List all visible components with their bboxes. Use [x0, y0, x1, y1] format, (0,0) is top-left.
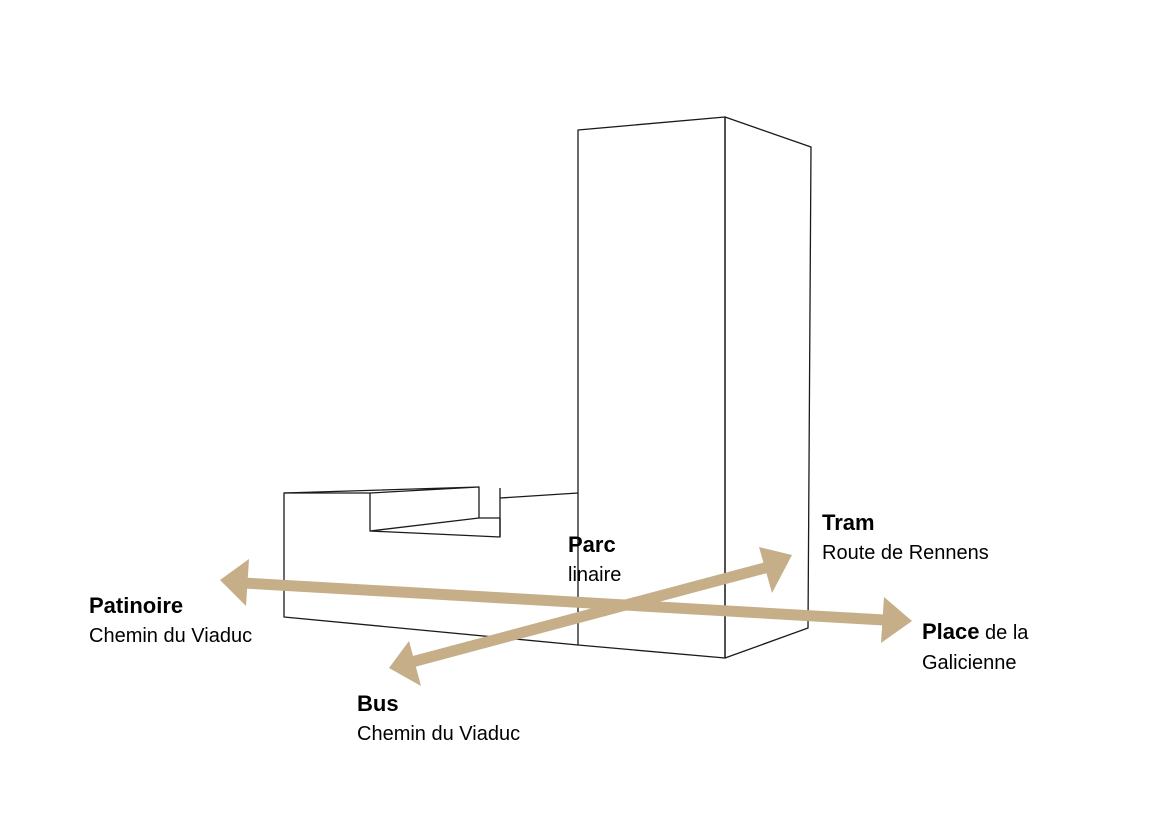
label-bus: Bus Chemin du Viaduc	[357, 689, 520, 749]
label-place-title: Place	[922, 619, 980, 644]
label-parc-title: Parc	[568, 532, 616, 557]
building-outline	[283, 116, 812, 659]
label-bus-title: Bus	[357, 691, 399, 716]
label-place: Place de la Galicienne	[922, 617, 1028, 678]
label-tram-subtitle: Route de Rennens	[822, 542, 989, 564]
label-tram: Tram Route de Rennens	[822, 508, 989, 568]
movement-arrows	[220, 547, 912, 686]
label-patinoire-subtitle: Chemin du Viaduc	[89, 625, 253, 647]
label-tram-title: Tram	[822, 510, 875, 535]
label-patinoire-title: Patinoire	[89, 593, 184, 618]
arrow-head-tram	[759, 547, 792, 593]
step-notch	[369, 487, 501, 537]
label-parc-subtitle: linaire	[568, 564, 622, 586]
label-place-suffix: de la	[979, 622, 1029, 644]
arrow-patinoire-place-shaft	[243, 577, 885, 626]
low-block-outline	[283, 486, 579, 646]
arrow-head-place	[881, 597, 912, 643]
label-bus-subtitle: Chemin du Viaduc	[357, 723, 521, 745]
arrow-head-bus	[389, 641, 421, 686]
label-parc: Parc linaire	[568, 530, 621, 590]
label-place-subtitle: Galicienne	[922, 652, 1017, 674]
tower-side-face	[724, 116, 812, 659]
arrow-bus-tram-shaft	[406, 560, 774, 669]
label-patinoire: Patinoire Chemin du Viaduc	[89, 591, 252, 651]
arrow-head-patinoire	[220, 559, 249, 606]
